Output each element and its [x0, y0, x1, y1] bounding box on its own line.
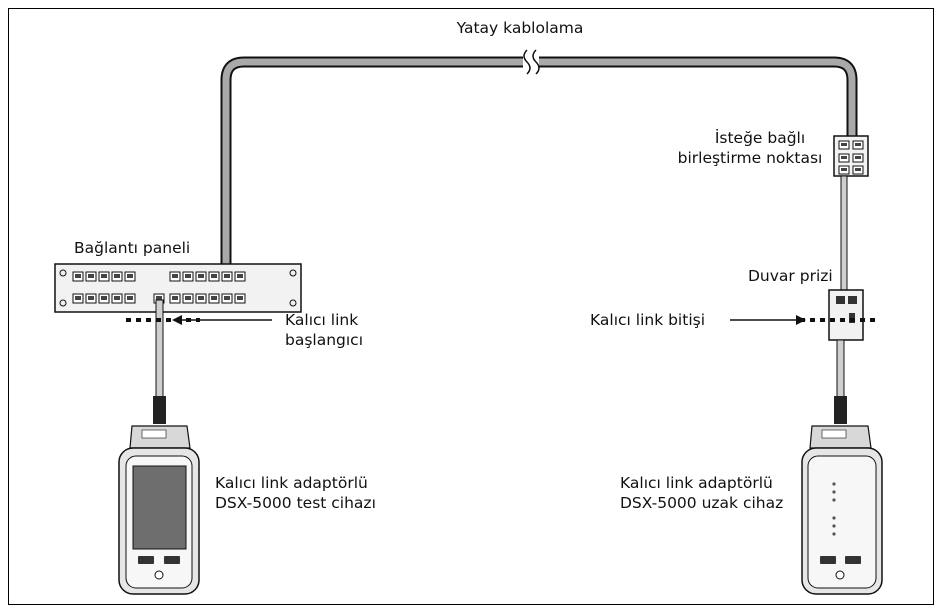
main-unit-label-line1: Kalıcı link adaptörlü	[215, 474, 368, 492]
main-unit-cable	[153, 299, 166, 424]
remote-unit-cable	[834, 339, 847, 424]
patch-panel-port-jack	[172, 274, 178, 278]
patch-panel-port-jack	[172, 296, 178, 300]
consolidation-point-label-line1: İsteğe bağlı	[714, 129, 806, 147]
cp-outlet-cable	[840, 175, 848, 295]
patch-panel-port-jack	[224, 296, 230, 300]
patch-panel-port-jack	[237, 274, 243, 278]
patch-panel-port-jack	[237, 296, 243, 300]
patch-panel-port-jack	[211, 274, 217, 278]
status-led	[832, 524, 836, 528]
consolidation-point-label-line2: birleştirme noktası	[677, 149, 823, 167]
consolidation-ports	[838, 140, 864, 175]
remote-unit-label-line1: Kalıcı link adaptörlü	[620, 474, 773, 492]
remote-status-leds	[832, 482, 836, 536]
patch-panel-port-jack	[75, 274, 81, 278]
remote-unit-label-line2: DSX-5000 uzak cihaz	[620, 494, 784, 512]
link-end-arrow	[730, 315, 806, 325]
patch-panel	[54, 263, 302, 313]
patch-panel-port-jack	[185, 274, 191, 278]
patch-panel-port-jack	[185, 296, 191, 300]
patch-panel-port-jack	[127, 296, 133, 300]
status-led	[832, 482, 836, 486]
consolidation-port-jack	[855, 156, 861, 159]
patch-panel-port-jack	[224, 274, 230, 278]
horizontal-cable	[220, 49, 858, 264]
wall-outlet	[828, 289, 864, 341]
status-led	[832, 532, 836, 536]
consolidation-port-jack	[855, 168, 861, 171]
patch-panel-port-jack	[127, 274, 133, 278]
patch-panel-label: Bağlantı paneli	[74, 239, 191, 257]
diagram-frame	[8, 8, 934, 605]
consolidation-point	[833, 135, 869, 177]
status-led	[832, 516, 836, 520]
remote-tester-device	[801, 425, 883, 595]
patch-panel-port-jack	[211, 296, 217, 300]
patch-panel-port-jack	[75, 296, 81, 300]
permanent-link-start-label-line2: başlangıcı	[285, 331, 364, 349]
wall-outlet-label: Duvar prizi	[748, 267, 833, 285]
patch-panel-port-jack	[114, 274, 120, 278]
horizontal-cabling-label: Yatay kablolama	[456, 19, 584, 37]
consolidation-port-jack	[841, 143, 847, 146]
patch-panel-port-jack	[101, 296, 107, 300]
link-start-arrow	[172, 315, 272, 325]
patch-panel-port-jack	[101, 274, 107, 278]
patch-panel-port-active-jack	[156, 296, 162, 300]
patch-panel-port-jack	[198, 274, 204, 278]
consolidation-port-jack	[841, 156, 847, 159]
patch-panel-ports	[72, 271, 246, 304]
permanent-link-start-label-line1: Kalıcı link	[285, 311, 359, 329]
main-tester-device	[118, 425, 200, 595]
patch-panel-port-jack	[88, 296, 94, 300]
patch-panel-port-jack	[114, 296, 120, 300]
consolidation-port-jack	[841, 168, 847, 171]
permanent-link-end-label: Kalıcı link bitişi	[590, 311, 706, 329]
status-led	[832, 490, 836, 494]
main-unit-label-line2: DSX-5000 test cihazı	[215, 494, 376, 512]
patch-panel-port-jack	[198, 296, 204, 300]
consolidation-port-jack	[855, 143, 861, 146]
status-led	[832, 498, 836, 502]
patch-panel-port-jack	[88, 274, 94, 278]
